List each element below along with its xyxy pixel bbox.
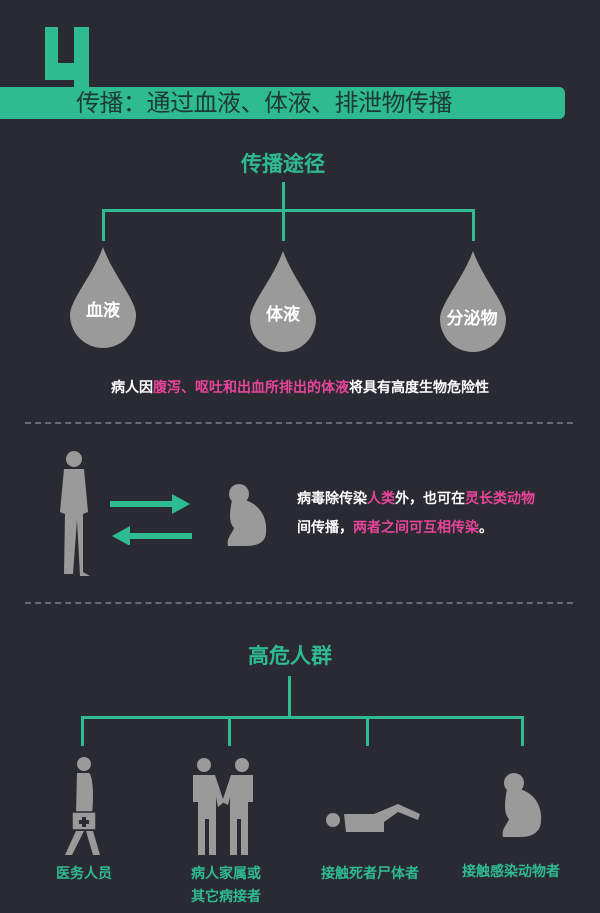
- fluid-drop-icon: [250, 251, 316, 352]
- group-label-animal-contact: 接触感染动物者: [462, 864, 560, 880]
- tree-connector: [366, 716, 369, 746]
- routes-note: 病人因腹泻、呕吐和出血所排出的体液将具有高度生物危险性: [0, 377, 600, 397]
- monkey-silhouette-icon: [227, 484, 267, 546]
- info-text: 。: [479, 520, 493, 536]
- secretion-drop-icon: [440, 251, 506, 352]
- group-label-corpse-contact: 接触死者尸体者: [321, 866, 419, 882]
- group-label-family: 病人家属或 其它病接者: [161, 863, 291, 909]
- group-label-line: 其它病接者: [191, 889, 261, 905]
- corpse-icon: [326, 804, 420, 832]
- note-highlight: 腹泻、呕吐和出血所排出的体液: [153, 380, 349, 396]
- tree-connector: [81, 716, 524, 719]
- info-highlight: 人类: [367, 491, 395, 507]
- tree-connector: [102, 209, 105, 241]
- tree-connector: [282, 209, 285, 241]
- group-label-medical-staff: 医务人员: [56, 866, 112, 882]
- monkey-icon: [502, 773, 542, 837]
- high-risk-title: 高危人群: [248, 644, 332, 668]
- note-text: 病人因: [111, 380, 153, 396]
- info-text: 间传播，: [297, 520, 353, 536]
- info-line-1: 病毒除传染人类外，也可在灵长类动物: [297, 485, 587, 514]
- banner-title: 传播：通过血液、体液、排泄物传播: [76, 89, 453, 117]
- blood-drop-icon: [70, 247, 136, 348]
- tree-connector: [228, 716, 231, 746]
- tree-connector: [102, 209, 475, 212]
- tree-connector: [282, 182, 285, 210]
- route-label-blood: 血液: [86, 301, 120, 321]
- info-text: 病毒除传染: [297, 491, 367, 507]
- divider: [25, 602, 573, 604]
- section-banner: 传播：通过血液、体液、排泄物传播: [0, 87, 565, 119]
- transmission-arrows-icon: [110, 494, 192, 545]
- divider: [25, 422, 573, 424]
- route-label-secretion: 分泌物: [446, 309, 498, 329]
- info-text: 外，也可在: [395, 491, 465, 507]
- tree-connector: [288, 676, 291, 718]
- cross-species-text: 病毒除传染人类外，也可在灵长类动物 间传播，两者之间可互相传染。: [297, 485, 587, 543]
- tree-connector: [81, 716, 84, 746]
- human-silhouette-icon: [60, 451, 90, 576]
- info-line-2: 间传播，两者之间可互相传染。: [297, 514, 587, 543]
- family-icon: [193, 758, 253, 855]
- routes-title: 传播途径: [241, 152, 325, 176]
- info-highlight: 灵长类动物: [465, 491, 535, 507]
- tree-connector: [472, 209, 475, 241]
- medic-icon: [65, 757, 100, 855]
- info-highlight: 两者之间可互相传染: [353, 520, 479, 536]
- route-label-fluid: 体液: [266, 305, 300, 325]
- section-number-4-icon: [45, 27, 89, 89]
- note-text: 将具有高度生物危险性: [349, 380, 489, 396]
- tree-connector: [521, 716, 524, 746]
- group-label-line: 病人家属或: [191, 866, 261, 882]
